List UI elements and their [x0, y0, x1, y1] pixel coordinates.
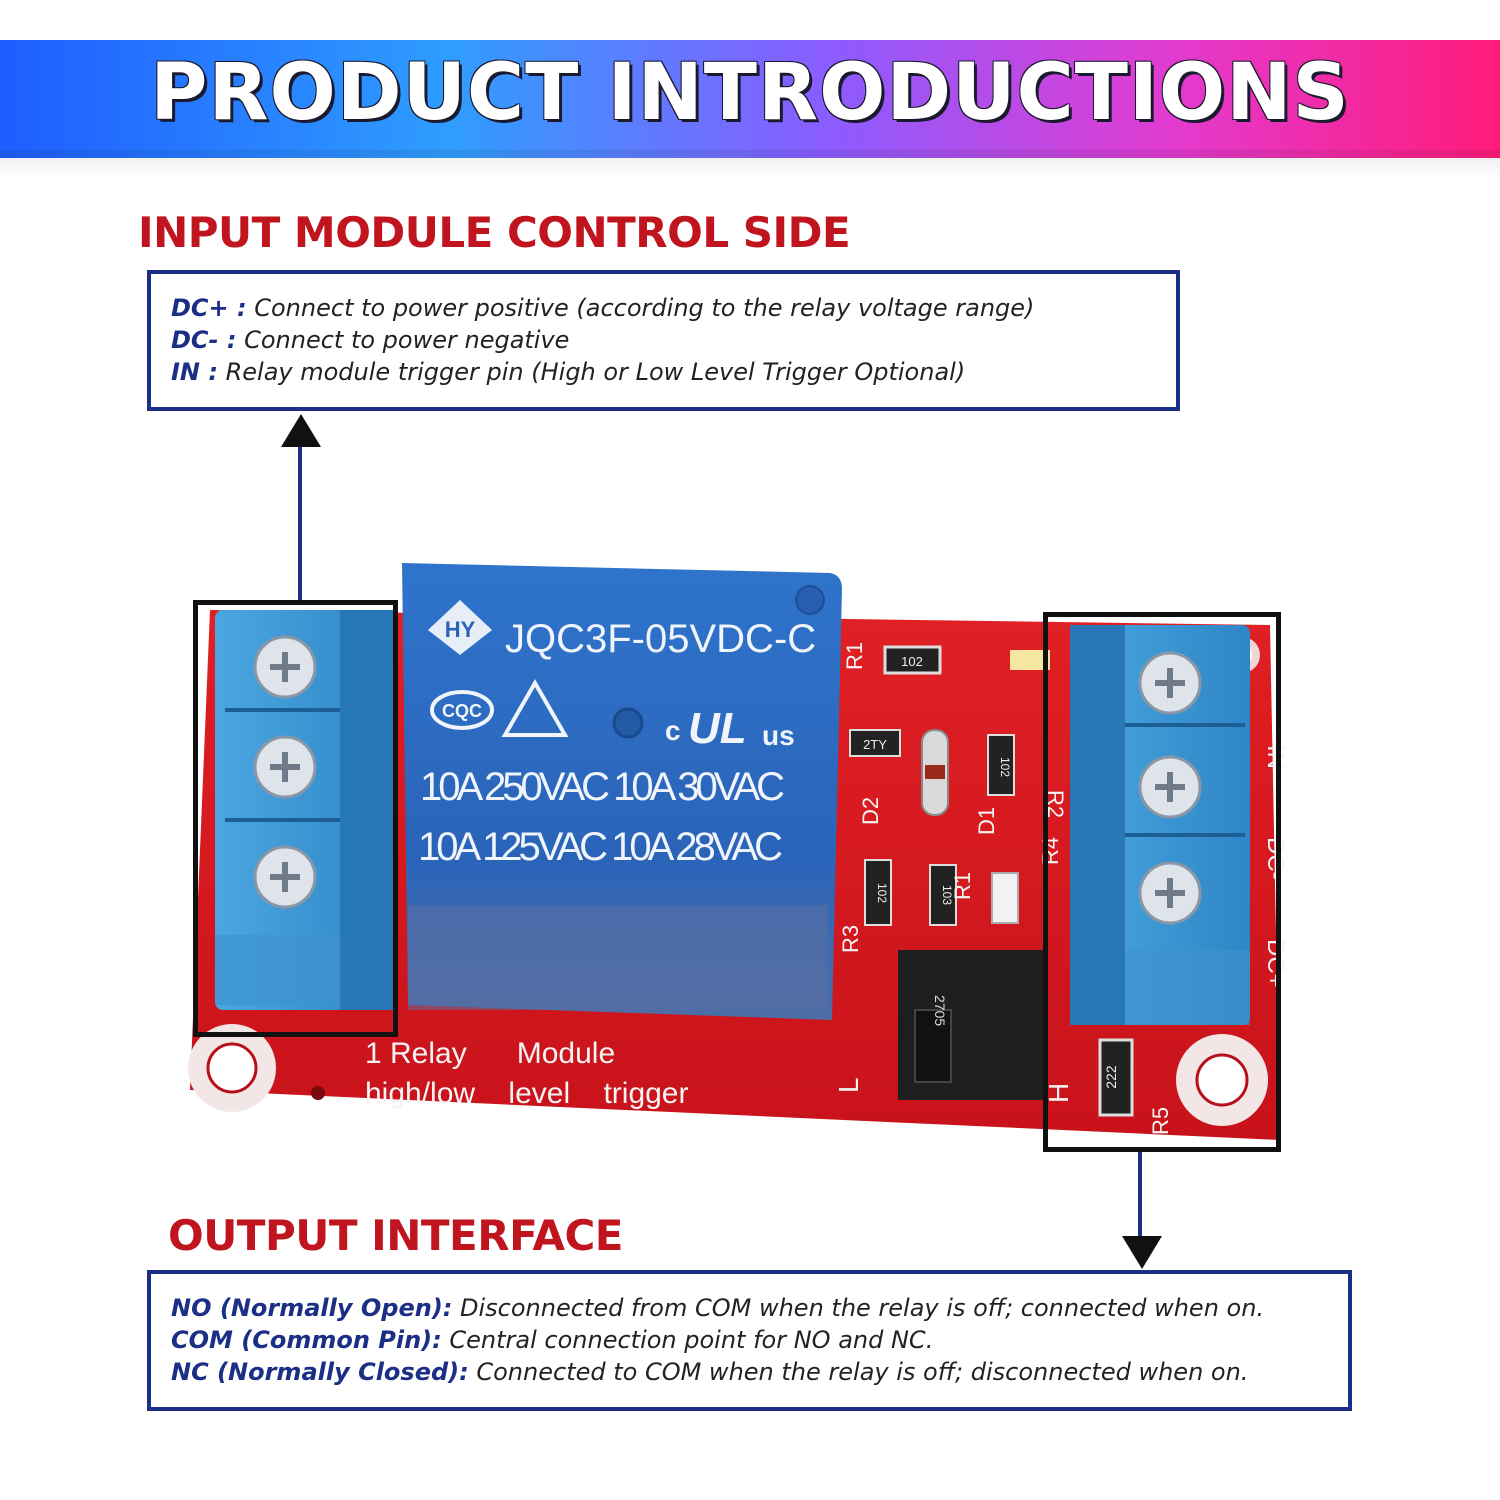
info-line-no: NO (Normally Open): Disconnected from CO… — [171, 1292, 1328, 1324]
pin-label-dcplus: DC+ — [1262, 939, 1289, 988]
svg-text:R1: R1 — [950, 872, 975, 900]
svg-text:c: c — [665, 715, 681, 746]
info-key: IN : — [171, 358, 218, 386]
relay-module-photo: HY JQC3F-05VDC-C CQC c UL us 10A 250VAC … — [188, 563, 1289, 1140]
output-arrow-line — [1138, 1152, 1142, 1240]
output-terminal-frame — [1043, 612, 1281, 1152]
pin-label-in: IN — [1262, 745, 1289, 769]
info-key: NC (Normally Closed): — [171, 1358, 469, 1386]
output-section-heading: OUTPUT INTERFACE — [168, 1211, 623, 1260]
info-line-dcminus: DC- : Connect to power negative — [171, 324, 1156, 356]
input-section-heading: INPUT MODULE CONTROL SIDE — [138, 208, 851, 257]
svg-text:2705: 2705 — [932, 995, 948, 1026]
info-key: DC+ : — [171, 294, 247, 322]
info-key: COM (Common Pin): — [171, 1326, 442, 1354]
info-text: Connect to power positive (according to … — [246, 294, 1035, 322]
svg-text:R1: R1 — [842, 642, 867, 670]
svg-text:R5: R5 — [1148, 1107, 1173, 1135]
ul-mark: UL — [688, 704, 747, 753]
relay-rating-line2: 10A 125VAC 10A 28VAC — [418, 825, 783, 869]
relay-rating-line1: 10A 250VAC 10A 30VAC — [420, 765, 785, 809]
arrow-up-icon — [281, 414, 321, 447]
input-info-box: DC+ : Connect to power positive (accordi… — [147, 270, 1180, 411]
relay-model-text: JQC3F-05VDC-C — [505, 617, 816, 661]
title-banner — [0, 40, 1500, 158]
arrow-down-icon — [1122, 1236, 1162, 1269]
cqc-mark: CQC — [442, 701, 482, 721]
info-line-nc: NC (Normally Closed): Connected to COM w… — [171, 1356, 1328, 1388]
info-key: NO (Normally Open): — [171, 1294, 453, 1322]
info-text: Connected to COM when the relay is off; … — [468, 1358, 1249, 1386]
output-info-box: NO (Normally Open): Disconnected from CO… — [147, 1270, 1352, 1411]
info-line-com: COM (Common Pin): Central connection poi… — [171, 1324, 1328, 1356]
svg-text:D1: D1 — [974, 807, 999, 835]
svg-text:102: 102 — [998, 757, 1012, 777]
svg-text:103: 103 — [940, 885, 954, 905]
banner-shadow — [0, 150, 1500, 180]
triangle-cert-icon — [501, 678, 569, 737]
svg-text:D2: D2 — [858, 797, 883, 825]
banner-title: PRODUCT INTRODUCTIONS — [150, 48, 1350, 138]
hy-logo-icon — [428, 600, 492, 655]
svg-text:2TY: 2TY — [863, 737, 887, 752]
input-terminal-frame — [193, 600, 398, 1037]
input-arrow-line — [298, 445, 302, 603]
info-text: Central connection point for NO and NC. — [441, 1326, 934, 1354]
svg-text:R3: R3 — [838, 925, 863, 953]
pin-label-dcminus: DC- — [1262, 837, 1289, 880]
svg-text:222: 222 — [1103, 1065, 1119, 1089]
svg-text:102: 102 — [875, 883, 889, 903]
info-text: Connect to power negative — [236, 326, 570, 354]
svg-text:us: us — [762, 720, 795, 751]
info-key: DC- : — [171, 326, 237, 354]
jumper-high-label: H — [1043, 1083, 1074, 1103]
info-text: Relay module trigger pin (High or Low Le… — [217, 358, 966, 386]
info-line-in: IN : Relay module trigger pin (High or L… — [171, 356, 1156, 388]
svg-text:102: 102 — [901, 654, 923, 669]
jumper-low-label: L — [833, 1077, 864, 1093]
info-text: Disconnected from COM when the relay is … — [452, 1294, 1265, 1322]
silk-text-line1: 1 Relay Module — [365, 1037, 615, 1070]
svg-text:HY: HY — [445, 617, 476, 642]
svg-text:R4: R4 — [1038, 837, 1063, 865]
silk-text-line2: high/low level trigger — [365, 1077, 688, 1110]
info-line-dcplus: DC+ : Connect to power positive (accordi… — [171, 292, 1156, 324]
